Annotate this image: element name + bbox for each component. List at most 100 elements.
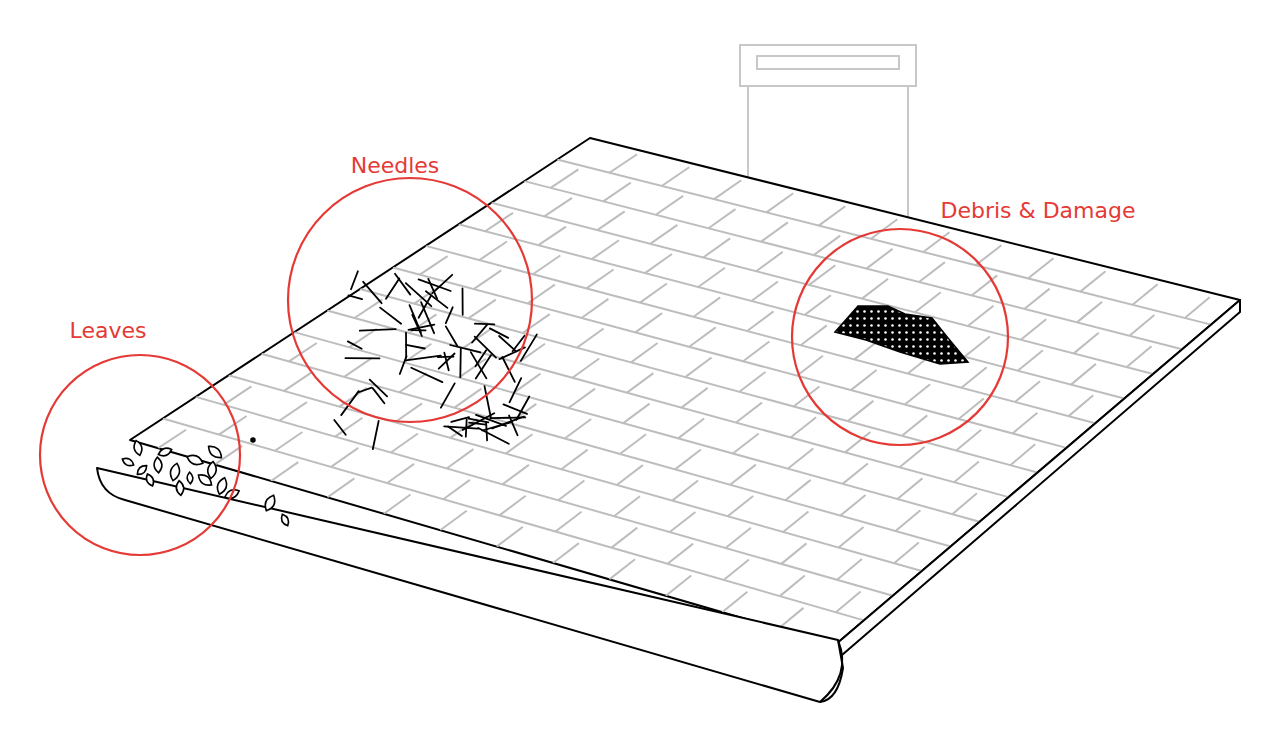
shingle-tick: [399, 373, 426, 392]
shingle-tick: [224, 386, 252, 404]
shingle-tick: [733, 434, 759, 454]
shingle-tick: [976, 245, 1002, 265]
shingle-tick: [739, 372, 765, 392]
shingle-tick: [1013, 413, 1038, 434]
shingle-tick: [862, 279, 888, 299]
shingle-tick: [708, 209, 735, 228]
needle: [386, 278, 399, 298]
needle: [459, 348, 461, 377]
shingle-tick: [447, 449, 474, 468]
shingle-tick: [1133, 284, 1158, 305]
shingle-tick: [1024, 289, 1049, 309]
needle: [363, 282, 381, 303]
leaf: [144, 473, 155, 488]
shingle-tick: [581, 299, 608, 318]
shingle-lines: [158, 154, 1211, 628]
shingle-tick: [555, 512, 581, 532]
shingle-tick: [801, 325, 827, 345]
shingle-tick: [609, 154, 637, 173]
shingle-tick: [1077, 302, 1102, 323]
shingle-tick: [1074, 333, 1099, 354]
shingle-tick: [791, 417, 817, 437]
needle: [334, 420, 345, 435]
shingle-tick: [1069, 395, 1094, 416]
shingle-tick: [836, 591, 861, 612]
shingle-tick: [597, 211, 624, 230]
shingle-tick: [354, 300, 382, 318]
shingle-tick: [797, 356, 823, 376]
shingle-tick: [514, 374, 541, 393]
shingle-tick: [675, 449, 701, 469]
shingle-tick: [866, 249, 892, 269]
shingle-tick: [623, 404, 649, 424]
fascia: [835, 300, 1240, 655]
shingle-tick: [344, 358, 372, 377]
leaves-circle: [40, 355, 240, 555]
leaf: [279, 513, 290, 527]
shingle-tick: [956, 430, 981, 451]
shingle-tick: [631, 343, 658, 362]
leaf: [175, 480, 184, 495]
shingle-tick: [284, 372, 312, 391]
shingle-tick: [900, 447, 925, 468]
needle: [490, 416, 525, 419]
shingle-tick: [728, 496, 754, 516]
shingle-tick: [635, 313, 662, 332]
shingle-tick: [565, 419, 591, 438]
needle: [360, 329, 396, 331]
shingle-tick: [668, 544, 694, 564]
leaf: [157, 446, 173, 458]
shingle-tick: [968, 306, 994, 326]
needle: [351, 271, 358, 289]
shingle-tick: [747, 311, 773, 331]
roof: [130, 138, 1240, 645]
shingle-tick: [335, 418, 362, 437]
shingle-tick: [603, 183, 631, 202]
shingle-tick: [279, 402, 307, 421]
shingle-tick: [662, 167, 689, 186]
shingle-tick: [645, 254, 672, 273]
leaf: [207, 461, 218, 479]
shingle-tick: [420, 256, 448, 274]
shingle-tick: [952, 493, 977, 514]
needle: [400, 356, 407, 374]
shingle-tick: [331, 448, 358, 467]
needle: [345, 357, 379, 359]
shingle-tick: [384, 495, 411, 514]
needle: [441, 383, 455, 407]
shingle-tick: [1127, 346, 1152, 367]
shingle-tick: [837, 559, 862, 580]
needle: [462, 289, 464, 315]
leaf: [187, 472, 194, 484]
shingle-tick: [689, 327, 715, 346]
needle: [451, 417, 469, 422]
shingle-tick: [614, 496, 640, 516]
shingle-tick: [502, 465, 528, 484]
needle: [478, 428, 509, 444]
shingle-tick: [670, 512, 696, 532]
shingle-tick: [440, 511, 466, 530]
shingle-tick: [572, 358, 599, 377]
shingle-tick: [523, 314, 550, 333]
shingle-tick: [271, 462, 298, 481]
shingle-tick: [722, 592, 747, 613]
shingle-tick: [839, 527, 864, 548]
shingle-tick: [1021, 319, 1046, 339]
callout-label: Needles: [351, 153, 440, 179]
shingle-tick: [650, 225, 677, 244]
shingle-tick: [1018, 350, 1043, 371]
shingle-tick: [1185, 297, 1210, 318]
shingle-tick: [845, 432, 870, 452]
shingle-tick: [961, 367, 986, 387]
needle: [499, 336, 516, 351]
shingle-tick: [726, 528, 751, 548]
needle: [450, 345, 480, 352]
damaged-shingles: [835, 306, 968, 364]
shingle-tick: [609, 559, 635, 579]
needle: [411, 368, 442, 382]
needle: [373, 421, 379, 449]
leaf-bit: [251, 438, 255, 442]
needle: [406, 283, 432, 306]
shingle-tick: [972, 275, 998, 295]
shingle-tick: [809, 265, 835, 285]
